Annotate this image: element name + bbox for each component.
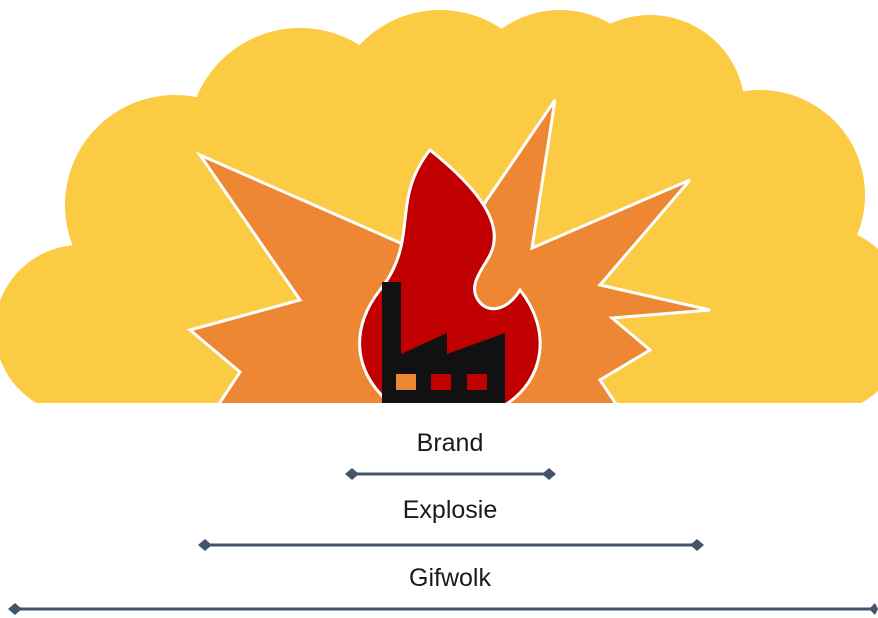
factory-icon	[382, 282, 505, 403]
zone-label-explosie: Explosie	[403, 496, 498, 524]
zone-ranges: Brand Explosie Gifwolk	[8, 429, 878, 615]
factory-window	[431, 374, 451, 390]
zone-label-brand: Brand	[417, 429, 484, 457]
range-end-marker	[690, 539, 704, 551]
range-end-marker	[8, 603, 22, 615]
range-line-gifwolk	[8, 603, 878, 615]
range-line-explosie	[198, 539, 704, 551]
illustration	[0, 10, 878, 403]
range-line-brand	[345, 468, 556, 480]
range-end-marker	[345, 468, 359, 480]
range-end-marker	[869, 603, 878, 615]
factory-window	[467, 374, 487, 390]
factory-window	[396, 374, 416, 390]
range-end-marker	[542, 468, 556, 480]
range-end-marker	[198, 539, 212, 551]
zone-label-gifwolk: Gifwolk	[409, 564, 491, 592]
